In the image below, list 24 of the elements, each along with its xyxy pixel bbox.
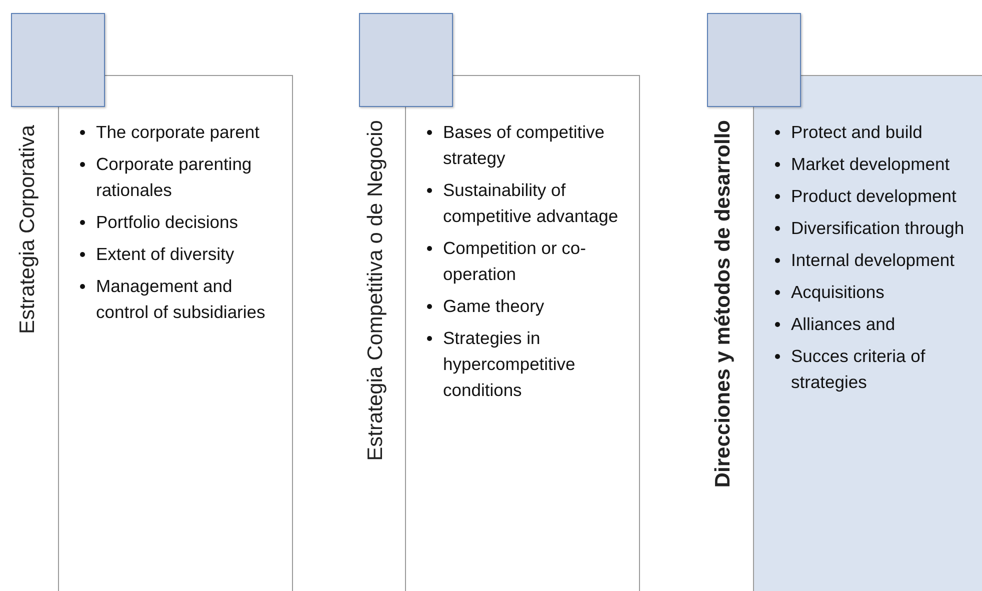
square-box [707,13,801,107]
bullet-item: The corporate parent [96,122,260,142]
bullet-item: Market development [791,154,950,174]
square-box [11,13,105,107]
panel-heading: Estrategia Corporativa [14,125,40,334]
bullet-item: Game theory [443,296,544,316]
bullet-item: Acquisitions [791,282,884,302]
bullet-item: Bases of competitive strategy [443,122,604,168]
bullet-item: Product development [791,186,956,206]
bullet-item: Sustainability of competitive advantage [443,180,618,226]
bullet-item: Succes criteria of strategies [791,346,926,392]
bullet-item: Alliances and [791,314,896,334]
bullet-item: Internal development [791,250,954,270]
bullet-item: Extent of diversity [96,244,234,264]
bullet-item: Competition or co-operation [443,238,586,284]
bullet-item: Corporate parenting rationales [96,154,252,200]
square-box [359,13,453,107]
panel-heading: Estrategia Competitiva o de Negocio [362,120,388,461]
bullet-item: Management and control of subsidiaries [96,276,266,322]
panel-heading: Direcciones y métodos de desarrollo [710,120,736,488]
bullet-item: Portfolio decisions [96,212,238,232]
bullet-item: Protect and build [791,122,922,142]
bullet-item: Strategies in hypercompetitive conditions [443,328,576,400]
bullet-item: Diversification through [791,218,964,238]
